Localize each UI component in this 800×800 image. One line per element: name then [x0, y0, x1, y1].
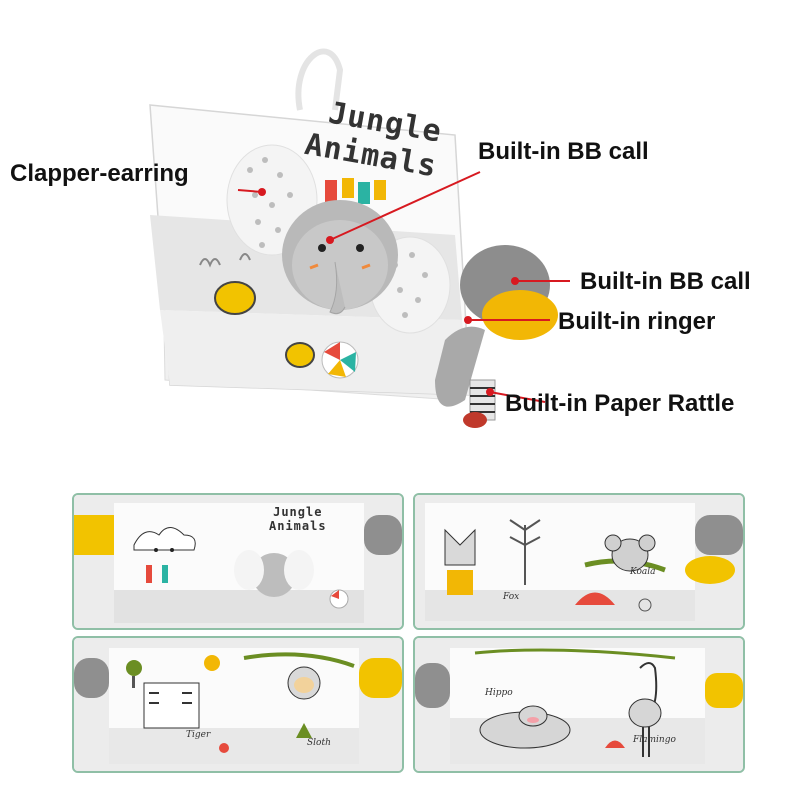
callout-clapper-earring: Clapper-earring	[10, 160, 189, 187]
callout-paper-rattle: Built-in Paper Rattle	[505, 390, 735, 417]
plush-leg	[435, 326, 485, 407]
panel-3-label-sloth: Sloth	[307, 738, 331, 748]
callout-ringer: Built-in ringer	[558, 308, 716, 335]
book-page-panel-2: Fox Koala	[413, 493, 745, 630]
book-page-panel-1: Jungle Animals	[72, 493, 404, 630]
callout-dot	[511, 277, 519, 285]
panel-4-illustration	[415, 638, 743, 771]
panel-3-illustration	[74, 638, 402, 771]
callout-dot	[326, 236, 334, 244]
panel-1-illustration	[74, 495, 402, 628]
hanging-loop	[295, 48, 344, 111]
callout-dot	[258, 188, 266, 196]
panel-2-label-koala: Koala	[630, 567, 656, 577]
panel-2-illustration	[415, 495, 743, 628]
product-hero-image: Jungle Animals Clapper-earring Built-in …	[10, 48, 751, 428]
callout-bb-call-top: Built-in BB call	[478, 138, 649, 165]
callout-bb-call-tail: Built-in BB call	[580, 268, 751, 295]
book-page-panel-3: Tiger Sloth	[72, 636, 404, 773]
panel-1-title: Jungle Animals	[269, 505, 327, 533]
callout-dot	[464, 316, 472, 324]
book-page-panel-4: Hippo Flamingo	[413, 636, 745, 773]
callout-dot	[486, 388, 494, 396]
panel-4-label-hippo: Hippo	[485, 688, 513, 698]
panel-3-label-tiger: Tiger	[186, 730, 211, 740]
panel-1-title-line1: Jungle	[273, 505, 323, 519]
panel-2-label-fox: Fox	[503, 592, 520, 602]
panel-1-title-line2: Animals	[269, 519, 327, 533]
panel-4-label-flamingo: Flamingo	[633, 735, 676, 745]
